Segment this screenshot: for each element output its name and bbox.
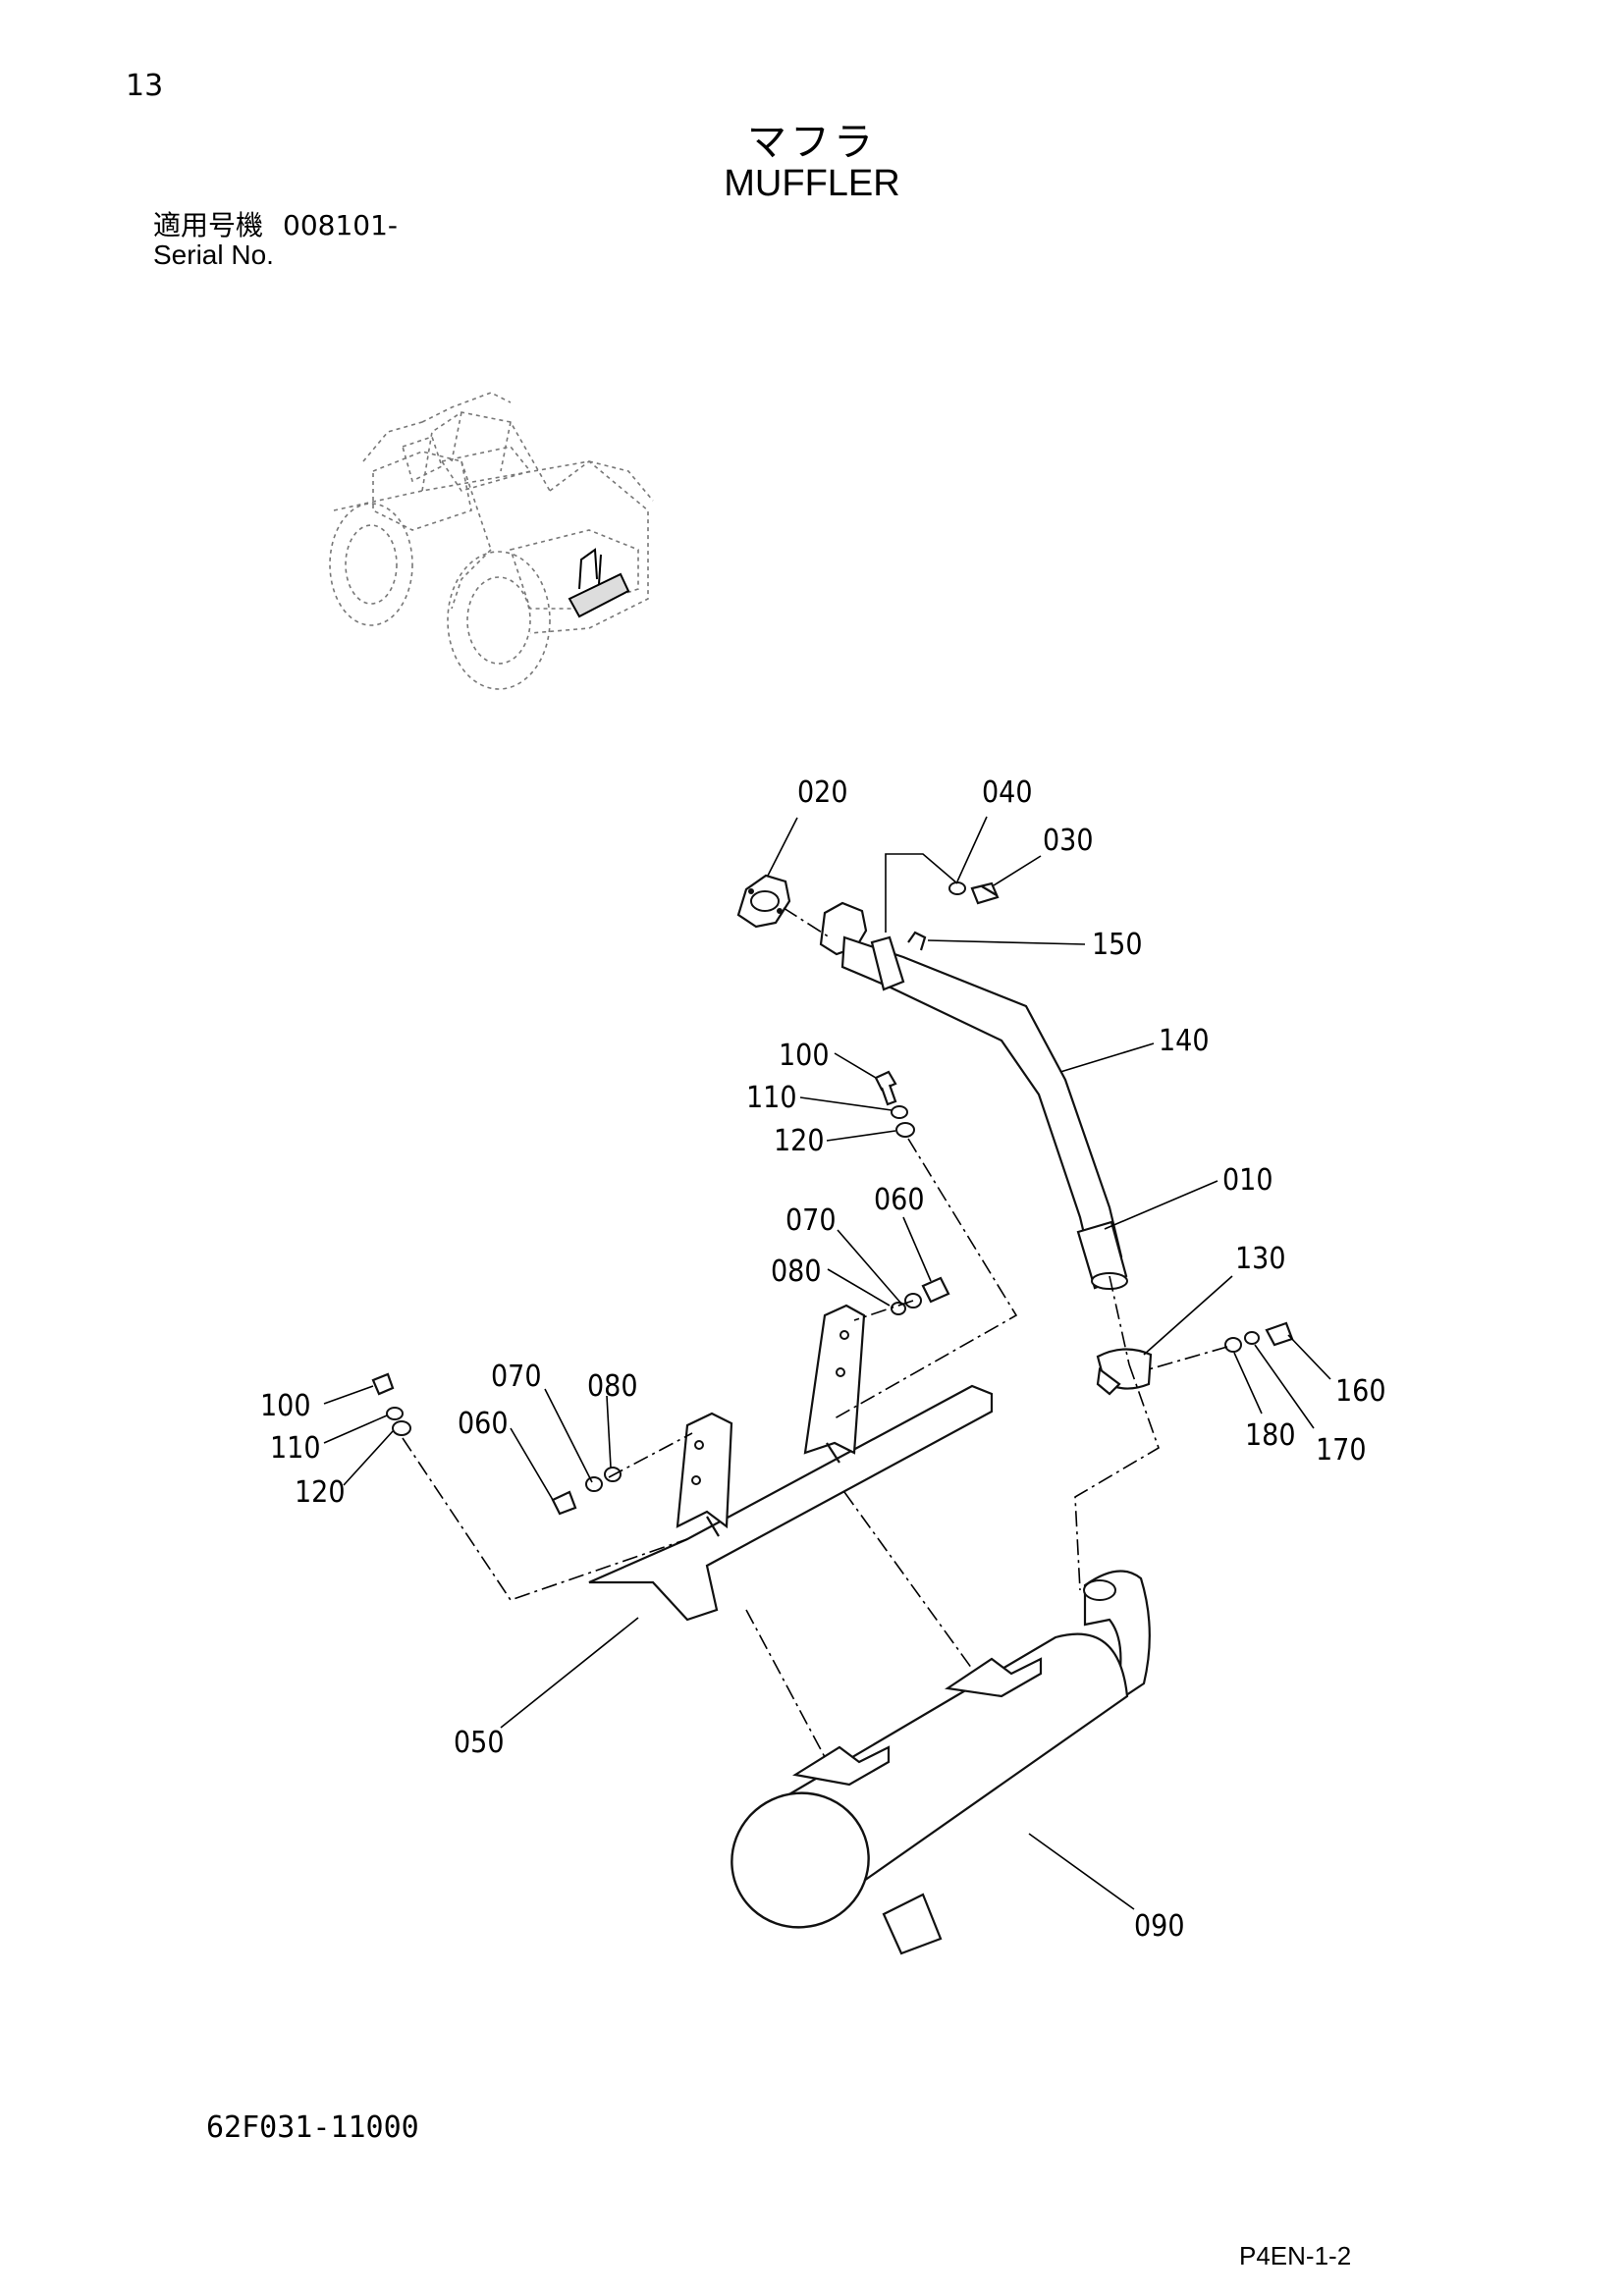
callout-150: 150 bbox=[1092, 928, 1143, 962]
callout-120-upper: 120 bbox=[774, 1124, 825, 1158]
callout-110-lower: 110 bbox=[270, 1431, 321, 1466]
callout-070-lower: 070 bbox=[491, 1360, 542, 1394]
muffler-090 bbox=[731, 1570, 1151, 1955]
callout-080-upper: 080 bbox=[771, 1255, 822, 1289]
callout-060-upper: 060 bbox=[874, 1183, 925, 1217]
callout-160: 160 bbox=[1335, 1374, 1386, 1409]
callout-020: 020 bbox=[797, 775, 848, 810]
exhaust-pipe-140 bbox=[819, 901, 1128, 1290]
gasket-020 bbox=[736, 874, 791, 929]
callout-030: 030 bbox=[1043, 824, 1094, 858]
heat-shield-050 bbox=[588, 1304, 994, 1622]
lower-screw-set bbox=[371, 1372, 411, 1436]
callout-070-upper: 070 bbox=[785, 1203, 837, 1238]
callout-120-lower: 120 bbox=[295, 1475, 346, 1510]
serial-value: 008101- bbox=[283, 209, 399, 241]
callout-100-upper: 100 bbox=[779, 1039, 830, 1073]
leader-lines bbox=[323, 816, 1331, 1910]
bolt-030-washer-040 bbox=[885, 853, 1000, 933]
upper-bolt-set bbox=[891, 1276, 950, 1315]
callout-110-upper: 110 bbox=[746, 1081, 797, 1115]
page-number: 13 bbox=[126, 69, 164, 103]
callout-060-lower: 060 bbox=[458, 1407, 509, 1441]
clamp-130 bbox=[1096, 1321, 1294, 1396]
callout-180: 180 bbox=[1245, 1418, 1296, 1453]
title-japanese: マフラ bbox=[747, 120, 877, 165]
page-code: P4EN-1-2 bbox=[1239, 2241, 1352, 2270]
callout-080-lower: 080 bbox=[587, 1369, 638, 1404]
tractor-overview-illustration bbox=[329, 392, 654, 690]
callout-050: 050 bbox=[454, 1726, 505, 1760]
callout-170: 170 bbox=[1316, 1433, 1367, 1468]
serial-label-en: Serial No. bbox=[153, 240, 274, 270]
part-number: 62F031-11000 bbox=[206, 2110, 419, 2145]
callout-130: 130 bbox=[1235, 1242, 1286, 1276]
assembly-lines bbox=[402, 907, 1228, 1758]
callout-140: 140 bbox=[1159, 1024, 1210, 1058]
lower-bolt-set bbox=[551, 1467, 622, 1516]
title-english: MUFFLER bbox=[724, 163, 900, 204]
callout-090: 090 bbox=[1134, 1909, 1185, 1944]
callout-100-lower: 100 bbox=[260, 1389, 311, 1423]
upper-screw-set bbox=[874, 1070, 915, 1138]
serial-line: 適用号機 008101- bbox=[153, 204, 398, 243]
serial-label-ja: 適用号機 bbox=[153, 209, 264, 241]
callout-040: 040 bbox=[982, 775, 1033, 810]
callout-010: 010 bbox=[1222, 1163, 1273, 1198]
callout-labels: 020 040 030 150 140 100 110 120 070 060 … bbox=[260, 775, 1386, 1944]
